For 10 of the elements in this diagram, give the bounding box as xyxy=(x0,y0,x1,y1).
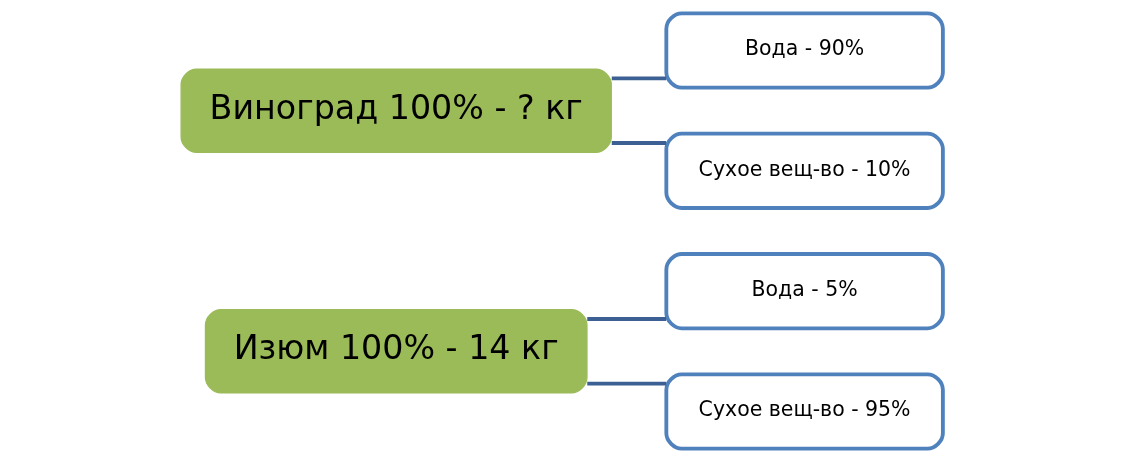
node-box: Вода - 90% xyxy=(663,11,945,90)
node-box: Сухое вещ-во - 10% xyxy=(663,131,945,210)
node-box: Изюм 100% - 14 кг xyxy=(204,309,588,394)
connector xyxy=(586,317,666,321)
connector xyxy=(586,381,666,386)
node-box: Виноград 100% - ? кг xyxy=(180,68,612,153)
node-box: Вода - 5% xyxy=(663,252,945,331)
node-box: Сухое вещ-во - 95% xyxy=(663,372,945,451)
connector xyxy=(611,141,666,145)
connector xyxy=(611,76,666,81)
